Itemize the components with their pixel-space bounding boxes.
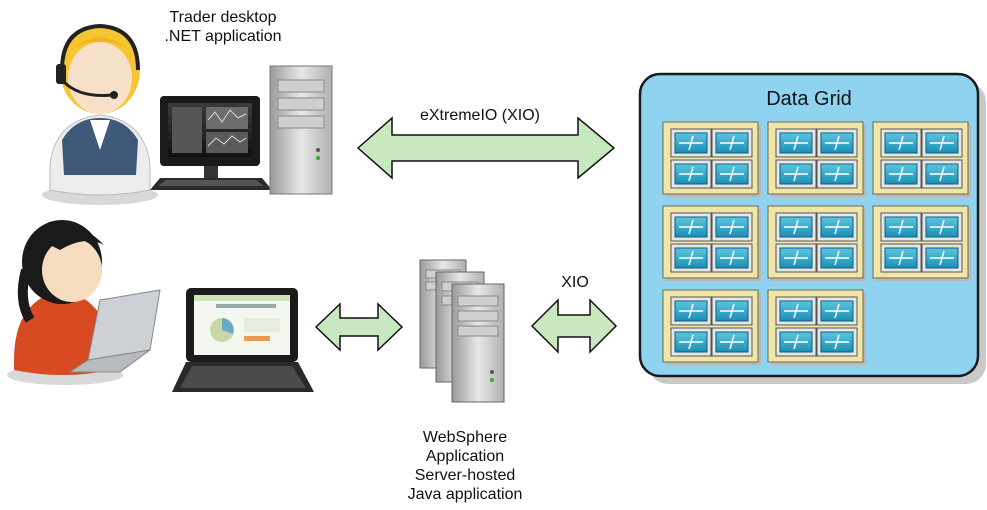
grid-node-block xyxy=(662,121,761,197)
trader-monitor-icon xyxy=(150,96,272,190)
trader-label-line2: .NET application xyxy=(164,28,282,45)
grid-cell-icon xyxy=(775,212,817,242)
grid-node-block xyxy=(872,205,971,281)
grid-cell-icon xyxy=(880,212,922,242)
grid-cell-icon xyxy=(775,159,817,189)
grid-cell-icon xyxy=(775,128,817,158)
websphere-label: WebSphere Application Server-hosted Java… xyxy=(370,428,560,504)
grid-cell-icon xyxy=(670,212,712,242)
laptop-icon xyxy=(172,288,314,392)
grid-cell-icon xyxy=(921,243,963,273)
grid-cell-icon xyxy=(775,243,817,273)
trader-label-line1: Trader desktop xyxy=(169,9,277,26)
xio-bottom-label: XIO xyxy=(561,274,589,291)
grid-cell-icon xyxy=(711,327,753,357)
trader-person-icon xyxy=(42,23,158,205)
grid-cell-icon xyxy=(711,296,753,326)
grid-cell-icon xyxy=(711,243,753,273)
grid-cell-icon xyxy=(670,296,712,326)
grid-cell-icon xyxy=(880,243,922,273)
grid-cell-icon xyxy=(816,296,858,326)
grid-cell-icon xyxy=(880,128,922,158)
grid-cell-icon xyxy=(775,296,817,326)
trader-tower-icon xyxy=(269,65,333,195)
grid-node-block xyxy=(767,121,866,197)
grid-node-block xyxy=(767,289,866,365)
grid-node-block xyxy=(872,121,971,197)
server-grid-arrow xyxy=(530,298,618,354)
trader-desktop-label: Trader desktop .NET application xyxy=(128,8,318,46)
grid-node-block xyxy=(767,205,866,281)
grid-cell-icon xyxy=(921,128,963,158)
grid-cell-icon xyxy=(670,327,712,357)
grid-cell-icon xyxy=(775,327,817,357)
xio-top-arrow xyxy=(356,116,616,180)
grid-cell-icon xyxy=(711,128,753,158)
grid-node-block xyxy=(662,205,761,281)
grid-cell-icon xyxy=(816,243,858,273)
xio-top-label: eXtremeIO (XIO) xyxy=(419,107,541,124)
data-grid-title: Data Grid xyxy=(766,88,852,110)
grid-cell-icon xyxy=(816,159,858,189)
websphere-label-line4: Java application xyxy=(407,486,523,503)
grid-cell-icon xyxy=(921,159,963,189)
grid-cell-icon xyxy=(711,159,753,189)
laptop-user-icon xyxy=(7,220,161,385)
grid-cell-icon xyxy=(670,159,712,189)
grid-cell-icon xyxy=(816,327,858,357)
grid-cell-icon xyxy=(816,128,858,158)
websphere-label-line3: Server-hosted xyxy=(414,467,516,484)
data-grid-blocks xyxy=(662,121,971,365)
websphere-label-line2: Application xyxy=(425,448,505,465)
websphere-server-stack-icon xyxy=(419,259,505,403)
websphere-label-line1: WebSphere xyxy=(422,429,508,446)
laptop-server-arrow xyxy=(314,302,404,352)
grid-cell-icon xyxy=(670,243,712,273)
grid-cell-icon xyxy=(816,212,858,242)
grid-node-block xyxy=(662,289,761,365)
grid-cell-icon xyxy=(880,159,922,189)
grid-cell-icon xyxy=(921,212,963,242)
grid-cell-icon xyxy=(711,212,753,242)
grid-cell-icon xyxy=(670,128,712,158)
